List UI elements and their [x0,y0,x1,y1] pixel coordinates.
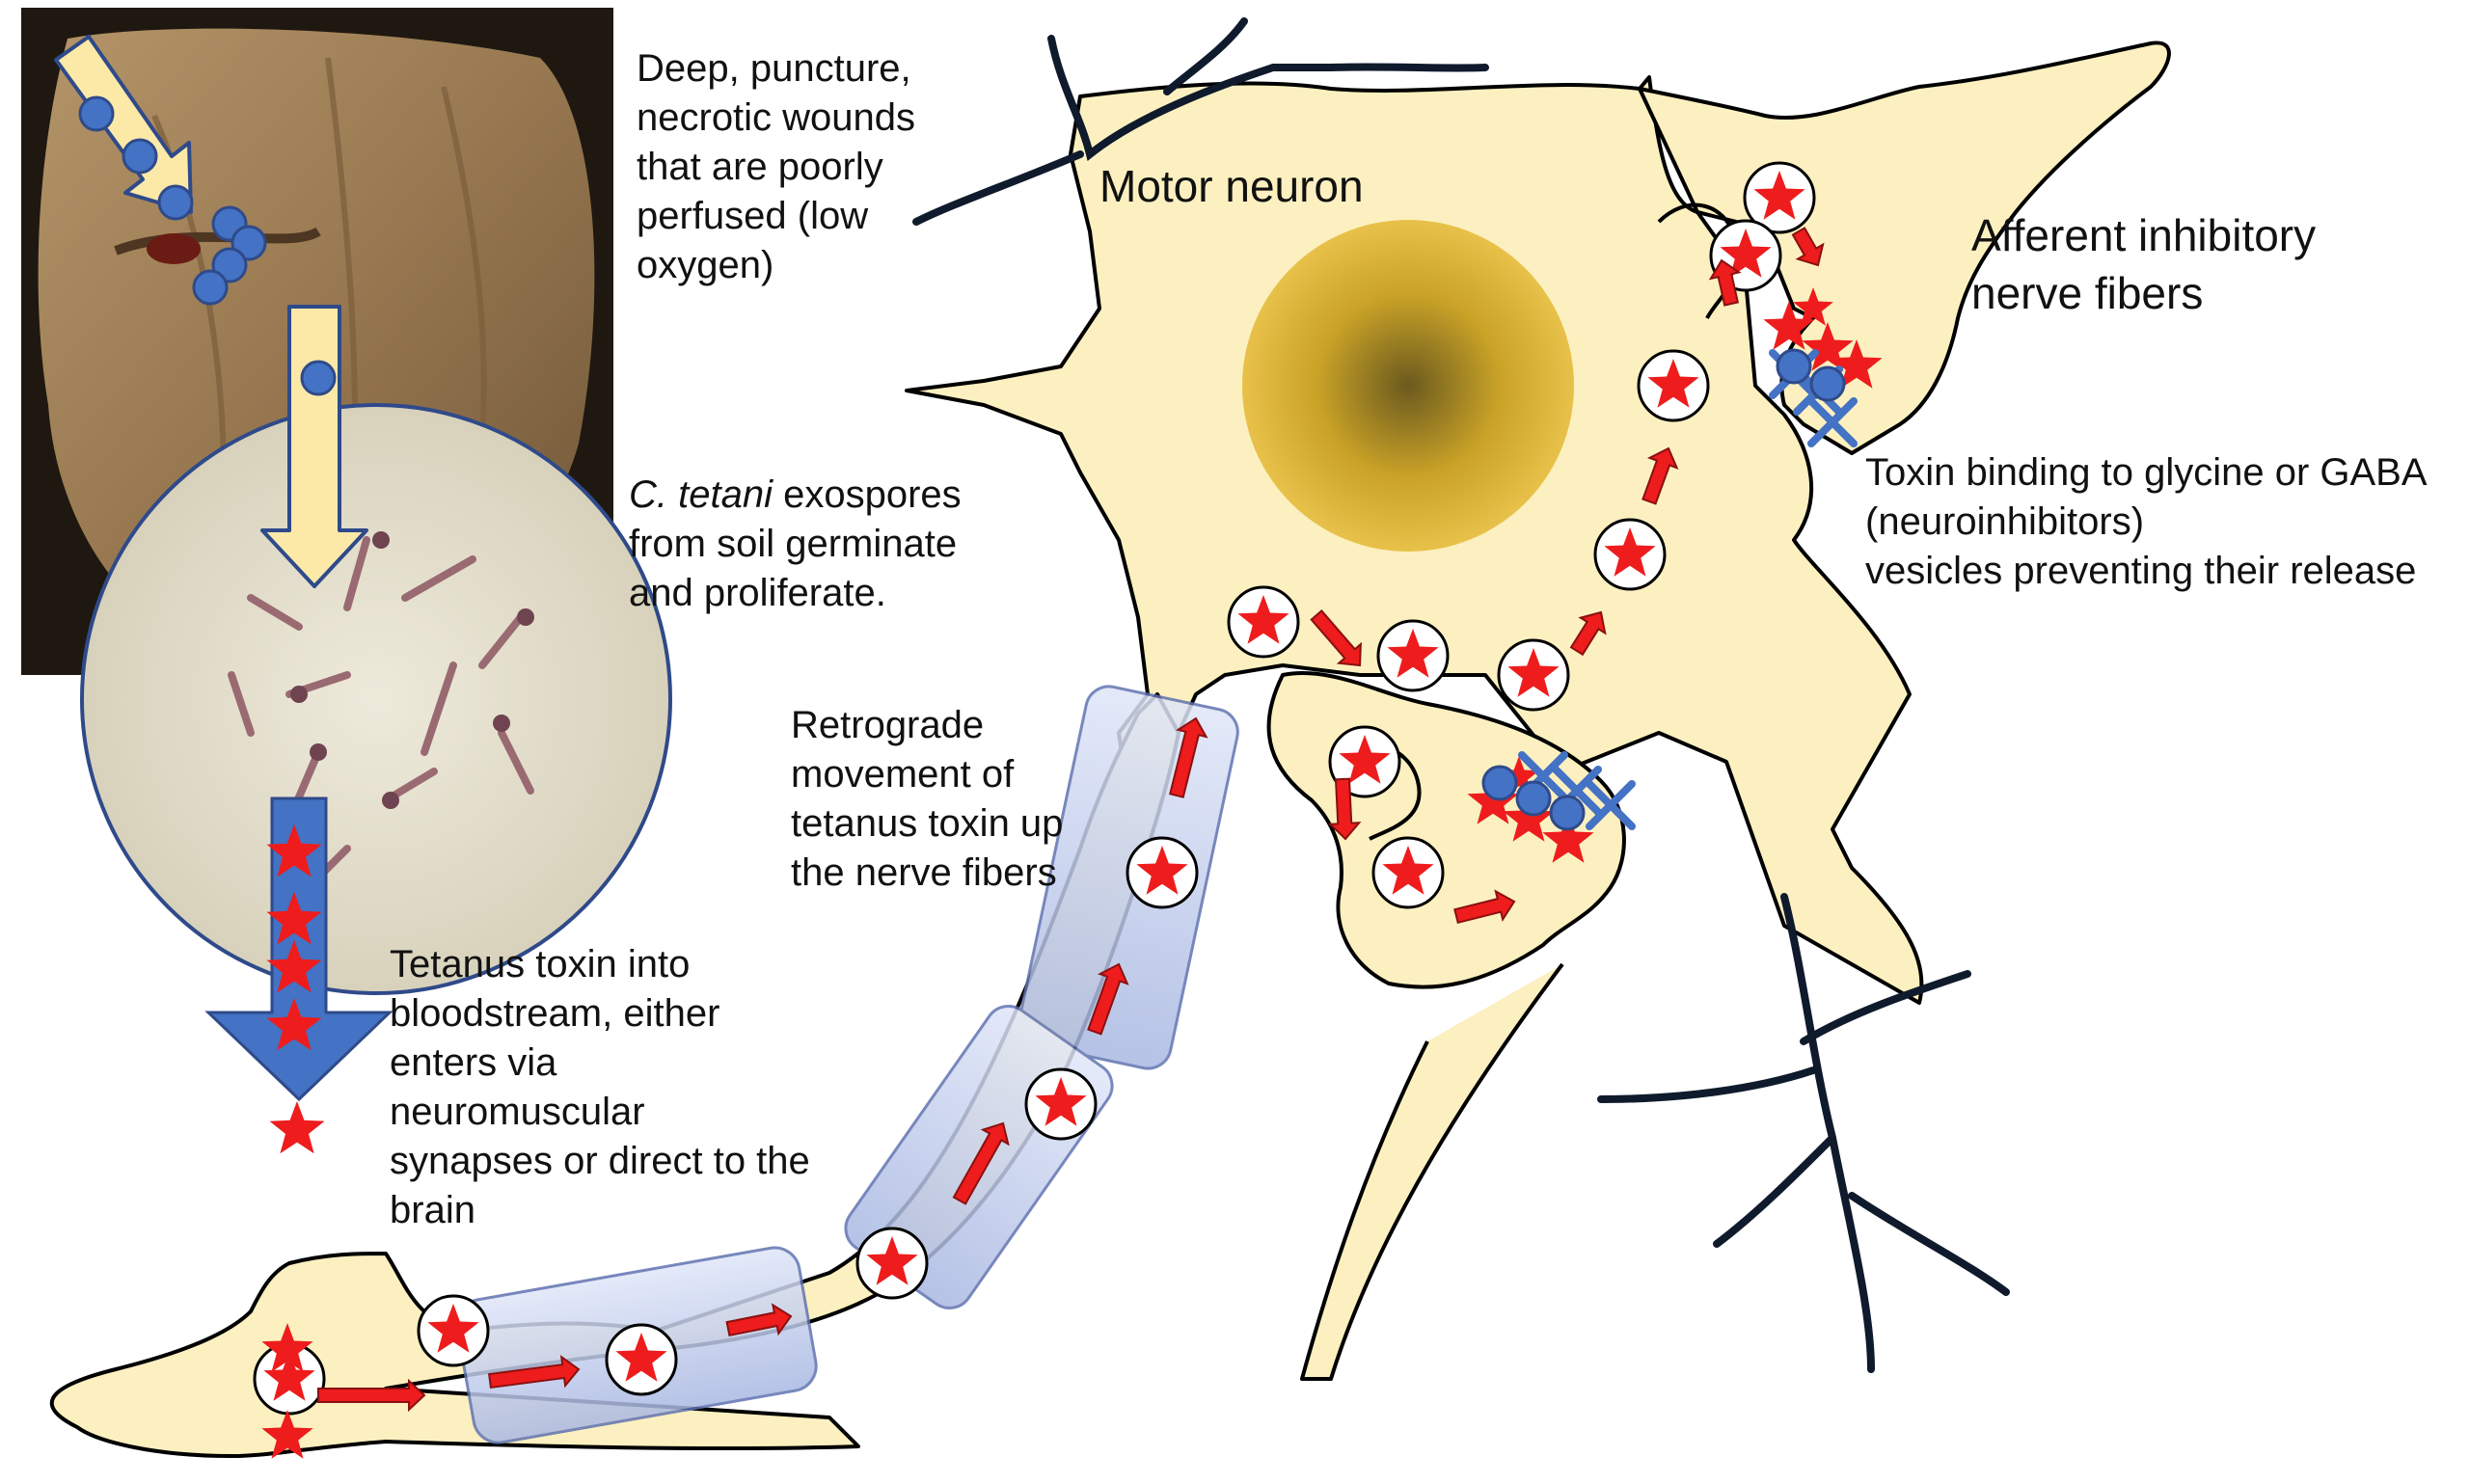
red-arrow-icon [317,1378,426,1413]
ctetani-description: exospores from soil germinate and prolif… [629,473,962,614]
afferent-synapse-lower [1266,671,1626,1381]
blue-circle-icon [122,138,158,175]
red-arrow-icon [1641,446,1679,505]
red-star-icon [1793,287,1833,326]
red-arrow-icon [1569,610,1607,657]
red-arrow-icon [1310,609,1362,667]
red-arrow-icon [1791,227,1825,267]
toxin-vesicle [1743,161,1816,234]
spores [78,95,1846,831]
red-star-icon [1237,595,1289,644]
red-arrow-icon [487,1355,581,1390]
motor-neuron-label: Motor neuron [1099,161,1364,211]
red-star-icon [1507,648,1560,697]
blue-circle-icon [78,95,115,132]
red-arrow-icon [1453,889,1516,925]
red-star-icon [427,1304,479,1353]
toxin-vesicle [1227,585,1300,659]
ctetani-species-name: C. tetani [629,473,773,516]
loose-toxin-stars [261,287,1883,1459]
blue-circle-icon [1515,780,1552,817]
red-star-icon [261,1323,313,1372]
red-star-icon [1720,229,1772,278]
red-star-icon [866,1236,918,1285]
red-star-icon [1035,1077,1087,1126]
red-arrow-icon [1168,716,1208,798]
red-star-icon [1647,359,1699,408]
red-star-icon [261,1410,313,1459]
blue-circle-icon [300,360,337,396]
toxin-binding-label: Toxin binding to glycine or GABA (neuroi… [1865,451,2428,592]
toxin-vesicle [855,1227,929,1300]
toxin-vesicle [1497,638,1570,712]
red-star-icon [1136,846,1188,895]
blue-circle-icon [1809,365,1846,402]
blue-circle-icon [1481,765,1518,801]
red-star-icon [266,892,322,945]
red-arrow-icon [1087,962,1129,1036]
blue-circle-icon [1776,348,1812,385]
red-arrow-icon [725,1303,793,1337]
blue-circle-icon [211,247,248,283]
red-arrow-icon [952,1121,1010,1205]
red-star-icon [266,998,322,1051]
red-star-icon [266,824,322,877]
blue-cross-icon [1807,397,1858,447]
red-star-icon [1604,527,1656,577]
microscope-view [80,403,672,995]
afferent-fibers-label: Afferent inhibitory nerve fibers [1971,210,2317,318]
toxin-vesicle [1593,518,1667,591]
blue-cross-icon [1586,780,1636,830]
red-arrow-icon [1327,777,1362,841]
bloodstream-arrow [204,796,393,1102]
toxin-vesicle [1126,836,1199,909]
blue-circle-icon [157,184,194,221]
bloodstream-label: Tetanus toxin into bloodstream, either e… [390,943,810,1231]
toxin-vesicle [605,1323,678,1396]
spore-path-arrows [54,35,368,588]
red-star-icon [266,940,322,993]
blue-circle-icon [231,225,267,261]
dendrites [912,17,2010,1373]
red-star-icon [1503,793,1555,842]
ctetani-label: C. tetani exospores from soil germinate … [629,471,962,618]
red-star-icon [1753,171,1805,220]
toxin-vesicles [253,161,1816,1416]
toxin-vesicle [417,1294,490,1367]
red-star-icon [1763,301,1815,350]
red-star-icon [1339,735,1391,784]
red-star-icon [1831,339,1883,389]
blue-circle-icon [1549,795,1586,831]
toxin-vesicle [1024,1067,1098,1141]
wounds-label: Deep, puncture, necrotic wounds that are… [637,47,916,286]
red-arrow-icon [1708,258,1742,307]
red-star-icon [269,1101,325,1154]
red-star-icon [263,1352,315,1401]
retrograde-label: Retrograde movement of tetanus toxin up … [791,704,1064,894]
red-star-icon [1387,629,1439,678]
toxin-vesicle [1637,349,1710,422]
red-star-icon [615,1333,667,1382]
red-star-icon [1499,756,1539,795]
blue-circle-icon [192,269,229,306]
red-star-icon [1382,846,1434,895]
transport-arrows [317,227,1825,1413]
red-star-icon [1542,814,1594,863]
toxin-vesicle [1376,619,1450,692]
red-star-icon [1802,322,1854,371]
toxin-vesicle [1371,836,1445,909]
red-star-icon [1467,775,1519,824]
